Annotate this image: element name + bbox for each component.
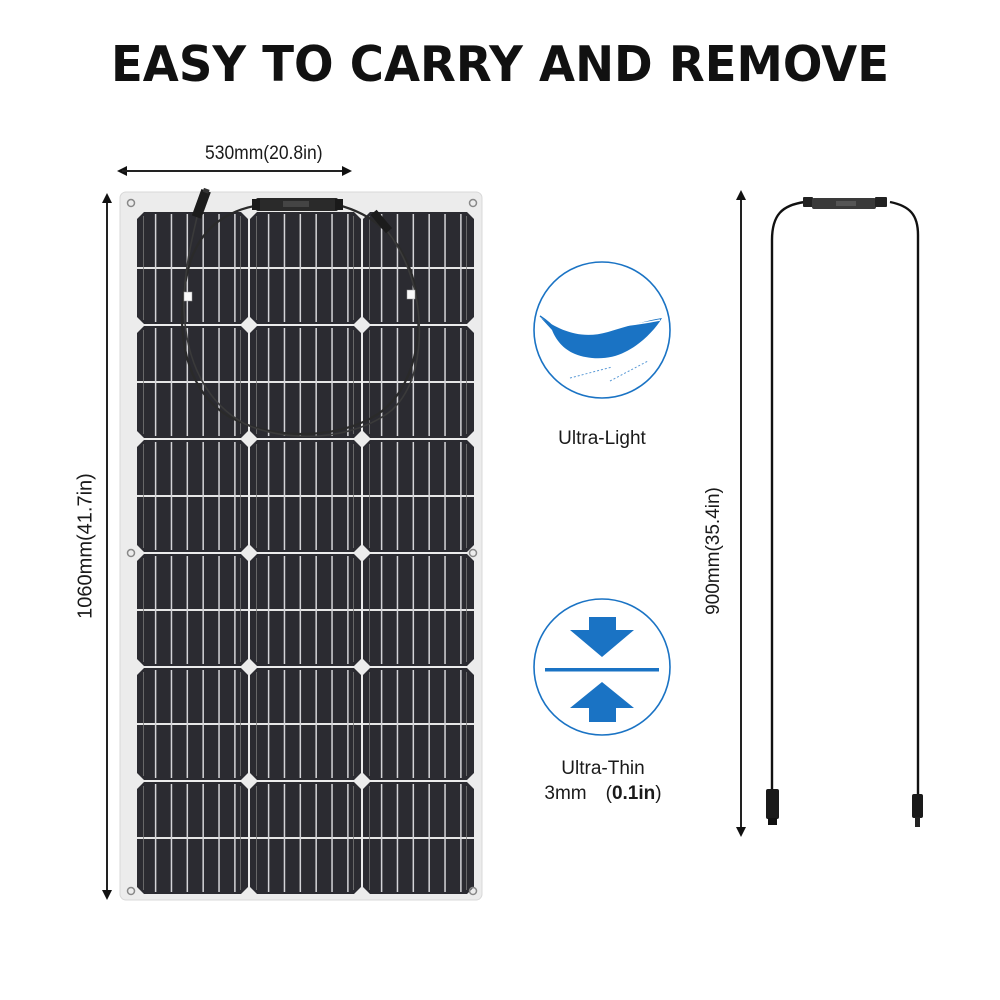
- thickness-in: 0.1in: [611, 783, 656, 804]
- height-dimension-label: 1060mm(41.7in): [74, 473, 97, 619]
- coiled-cable: [181, 187, 421, 438]
- solar-panel: [119, 187, 483, 901]
- thickness-spec: 3mm (0.1in): [503, 781, 703, 806]
- mc4-connector-male: [912, 794, 923, 827]
- ultra-thin-text: Ultra-Thin: [561, 758, 645, 779]
- feature-ultra-thin-label: Ultra-Thin 3mm (0.1in): [503, 756, 703, 806]
- mounting-holes: [126, 198, 478, 896]
- width-dimension-label: 530mm(20.8in): [205, 143, 323, 164]
- cable-length-label: 900mm(35.4in): [703, 487, 724, 615]
- extension-cable: [766, 197, 923, 827]
- thickness-close: ): [655, 783, 662, 804]
- feature-ultra-light-label: Ultra-Light: [502, 426, 702, 451]
- thickness-mm: 3mm (: [544, 783, 612, 804]
- mc4-connector-female: [766, 789, 779, 825]
- compress-arrows-icon: [533, 598, 671, 736]
- feather-icon: [533, 261, 671, 399]
- ultra-light-text: Ultra-Light: [558, 428, 646, 449]
- page-title: EASY TO CARRY AND REMOVE: [111, 36, 889, 93]
